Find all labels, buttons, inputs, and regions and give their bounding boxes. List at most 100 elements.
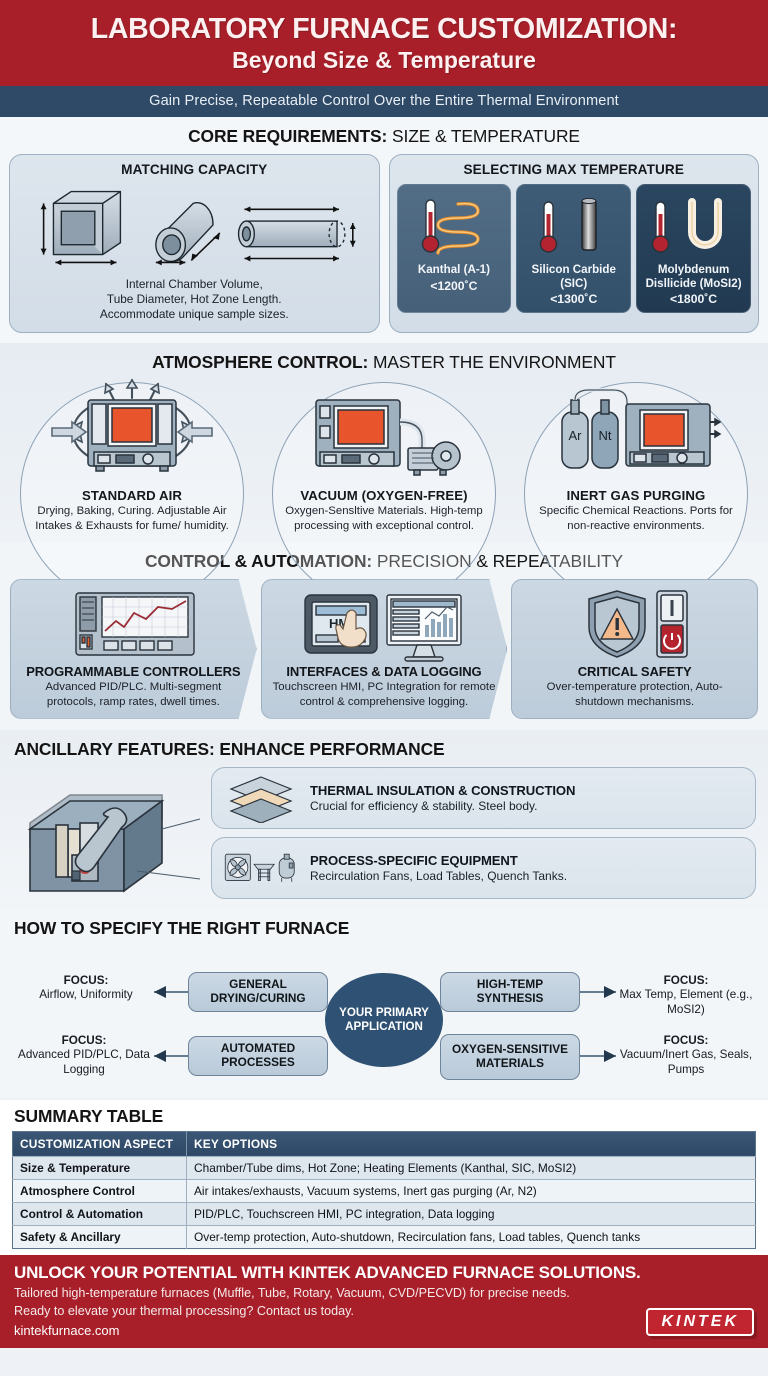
how-to-specify-section: HOW TO SPECIFY THE RIGHT FURNACE <box>0 908 768 1098</box>
summary-table: CUSTOMIZATION ASPECT KEY OPTIONS Size & … <box>12 1130 756 1249</box>
flow-center-node: YOUR PRIMARY APPLICATION <box>325 972 443 1067</box>
tube-diagonal-icon <box>155 202 214 263</box>
max-temperature-panel: SELECTING MAX TEMPERATURE <box>388 154 759 334</box>
summary-table-section: SUMMARY TABLE CUSTOMIZATION ASPECT KEY O… <box>0 1099 768 1255</box>
focus-text: Advanced PID/PLC, Data Logging <box>18 1048 150 1077</box>
page-title: LABORATORY FURNACE CUSTOMIZATION: <box>90 13 678 45</box>
control-item-body: Touchscreen HMI, PC Integration for remo… <box>272 681 496 708</box>
atmosphere-item-body: Oxygen-Sensltive Materials. High-temp pr… <box>285 505 483 533</box>
hmi-illustration: HMI <box>272 586 497 664</box>
insulation-layers-icon <box>229 776 293 823</box>
control-item-body: Over-temperature protection, Auto-shutdo… <box>546 681 723 708</box>
temp-card-value: <1300˚C <box>550 292 598 307</box>
focus-label: FOCUS: <box>63 973 109 987</box>
kintek-logo: KINTEK <box>646 1307 754 1336</box>
ancillary-card-process-equipment: PROCESS-SPECIFIC EQUIPMENT Recirculation… <box>211 836 756 899</box>
flow-focus-right-top: FOCUS: Max Temp, Element (e.g., MoSI2) <box>616 974 756 1018</box>
table-cell-aspect: Control & Automation <box>12 1201 187 1226</box>
matching-capacity-panel: MATCHING CAPACITY <box>9 154 380 334</box>
furnace-airflow-icon <box>51 378 213 473</box>
standard-air-illustration <box>6 378 258 488</box>
tube-horizontal-icon <box>237 220 346 248</box>
temp-card-name: Molybdenum Disllicide (MoSI2) <box>645 263 742 290</box>
table-row: Atmosphere Control Air intakes/exhausts,… <box>12 1178 756 1203</box>
control-item-title: PROGRAMMABLE CONTROLLERS <box>26 664 241 680</box>
power-switch-icon <box>655 590 688 658</box>
table-header-options: KEY OPTIONS <box>186 1131 756 1157</box>
flow-box-general-drying[interactable]: GENERAL DRYING/CURING <box>188 971 328 1012</box>
footer-url[interactable]: kintekfurnace.com <box>14 1322 120 1338</box>
control-item-title: INTERFACES & DATA LOGGING <box>286 664 482 680</box>
chamber-box-icon <box>52 191 122 256</box>
control-item-title: CRITICAL SAFETY <box>577 664 692 680</box>
cylinder-label-nt: Nt <box>599 428 612 443</box>
atmosphere-item-standard-air: STANDARD AIR Drying, Baking, Curing. Adj… <box>6 378 258 607</box>
decision-flow-diagram: YOUR PRIMARY APPLICATION GENERAL DRYING/… <box>8 946 760 1098</box>
max-temperature-title: SELECTING MAX TEMPERATURE <box>463 162 684 178</box>
table-cell-options: PID/PLC, Touchscreen HMI, PC integration… <box>186 1201 756 1226</box>
atmosphere-item-inert-gas: Ar Nt <box>510 380 762 607</box>
focus-label: FOCUS: <box>663 1033 709 1047</box>
ancillary-section-heading: ANCILLARY FEATURES: ENHANCE PERFORMANCE <box>14 738 445 759</box>
hmi-touchscreen-icon: HMI <box>305 595 377 653</box>
kanthal-illustration <box>401 191 508 263</box>
control-automation-section: CONTROL & AUTOMATION: PRECISION & REPEAT… <box>0 542 768 730</box>
header: LABORATORY FURNACE CUSTOMIZATION: Beyond… <box>0 0 768 87</box>
core-heading-bold: CORE REQUIREMENTS: <box>188 126 388 147</box>
focus-label: FOCUS: <box>663 973 709 987</box>
ancillary-card-title: THERMAL INSULATION & CONSTRUCTION <box>310 782 576 798</box>
flow-focus-left-bottom: FOCUS: Advanced PID/PLC, Data Logging <box>16 1034 152 1078</box>
toolbox-wrench-icon <box>27 793 165 893</box>
temp-card-value: <1800˚C <box>670 292 718 307</box>
temp-card-sic: Silicon Carbide (SIC) <1300˚C <box>516 184 632 314</box>
capacity-illustration <box>18 181 371 273</box>
header-banner: Gain Precise, Repeatable Control Over th… <box>0 86 768 118</box>
table-cell-options: Over-temp protection, Auto-shutdown, Rec… <box>186 1224 756 1249</box>
gas-cylinder-nt: Nt <box>591 399 619 470</box>
core-section-heading: CORE REQUIREMENTS: SIZE & TEMPERATURE <box>0 117 768 154</box>
sic-illustration <box>520 191 627 263</box>
ancillary-card-thermal-insulation: THERMAL INSULATION & CONSTRUCTION Crucia… <box>211 766 756 829</box>
atmosphere-control-section: ATMOSPHERE CONTROL: MASTER THE ENVIRONME… <box>0 343 768 607</box>
insulation-illustration <box>224 773 298 823</box>
sic-rod-icon <box>581 198 597 251</box>
footer-headline: UNLOCK YOUR POTENTIAL WITH KINTEK ADVANC… <box>14 1262 641 1282</box>
flow-box-oxygen-sensitive[interactable]: OXYGEN-SENSITIVE MATERIALS <box>440 1033 580 1080</box>
thermometer-icon <box>539 201 557 253</box>
vacuum-illustration <box>258 380 510 488</box>
matching-capacity-note: Internal Chamber Volume, Tube Diameter, … <box>99 277 289 322</box>
footer-line-2: Ready to elevate your thermal processing… <box>14 1304 354 1319</box>
quench-tank-icon <box>278 853 295 882</box>
ancillary-card-body: Recirculation Fans, Load Tables, Quench … <box>310 868 568 883</box>
atmosphere-heading-rest: MASTER THE ENVIRONMENT <box>368 352 616 373</box>
focus-text: Vacuum/Inert Gas, Seals, Pumps <box>619 1048 753 1077</box>
fan-icon <box>224 853 251 881</box>
furnace-vacuum-pump-icon <box>315 399 461 477</box>
coil-element-icon <box>436 202 480 255</box>
safety-illustration <box>522 586 747 664</box>
control-item-body: Advanced PID/PLC. Multi-segment protocol… <box>45 681 222 708</box>
footer-line-1: Tailored high-temperature furnaces (Muff… <box>14 1285 570 1300</box>
table-row: Safety & Ancillary Over-temp protection,… <box>12 1224 756 1249</box>
flow-box-automated-processes[interactable]: AUTOMATED PROCESSES <box>188 1035 328 1076</box>
atmosphere-item-body: Drying, Baking, Curing. Adjustable Air I… <box>35 505 229 533</box>
process-equipment-illustration <box>224 842 298 894</box>
summary-heading: SUMMARY TABLE <box>14 1105 164 1126</box>
temp-card-mosi2: Molybdenum Disllicide (MoSI2) <1800˚C <box>636 184 751 314</box>
footer: UNLOCK YOUR POTENTIAL WITH KINTEK ADVANC… <box>0 1254 768 1348</box>
core-requirements-section: CORE REQUIREMENTS: SIZE & TEMPERATURE MA… <box>0 117 768 344</box>
table-row: Size & Temperature Chamber/Tube dims, Ho… <box>12 1155 756 1180</box>
flow-focus-left-top: FOCUS: Airflow, Uniformity <box>22 974 150 1003</box>
atmosphere-item-title: STANDARD AIR <box>81 488 183 504</box>
ancillary-card-title: PROCESS-SPECIFIC EQUIPMENT <box>310 852 518 868</box>
atmosphere-item-body: Specific Chemical Reactions. Ports for n… <box>539 505 733 533</box>
table-cell-aspect: Atmosphere Control <box>12 1178 187 1203</box>
focus-text: Max Temp, Element (e.g., MoSI2) <box>619 988 753 1017</box>
control-item-critical-safety: CRITICAL SAFETY Over-temperature protect… <box>511 579 759 719</box>
cylinder-label-ar: Ar <box>569 428 583 443</box>
hand-cursor-icon <box>336 610 366 647</box>
flow-box-high-temp-synthesis[interactable]: HIGH-TEMP SYNTHESIS <box>440 971 580 1012</box>
ancillary-features-section: ANCILLARY FEATURES: ENHANCE PERFORMANCE <box>0 729 768 909</box>
table-header-row: CUSTOMIZATION ASPECT KEY OPTIONS <box>12 1131 756 1157</box>
ancillary-card-body: Crucial for efficiency & stability. Stee… <box>310 798 538 813</box>
